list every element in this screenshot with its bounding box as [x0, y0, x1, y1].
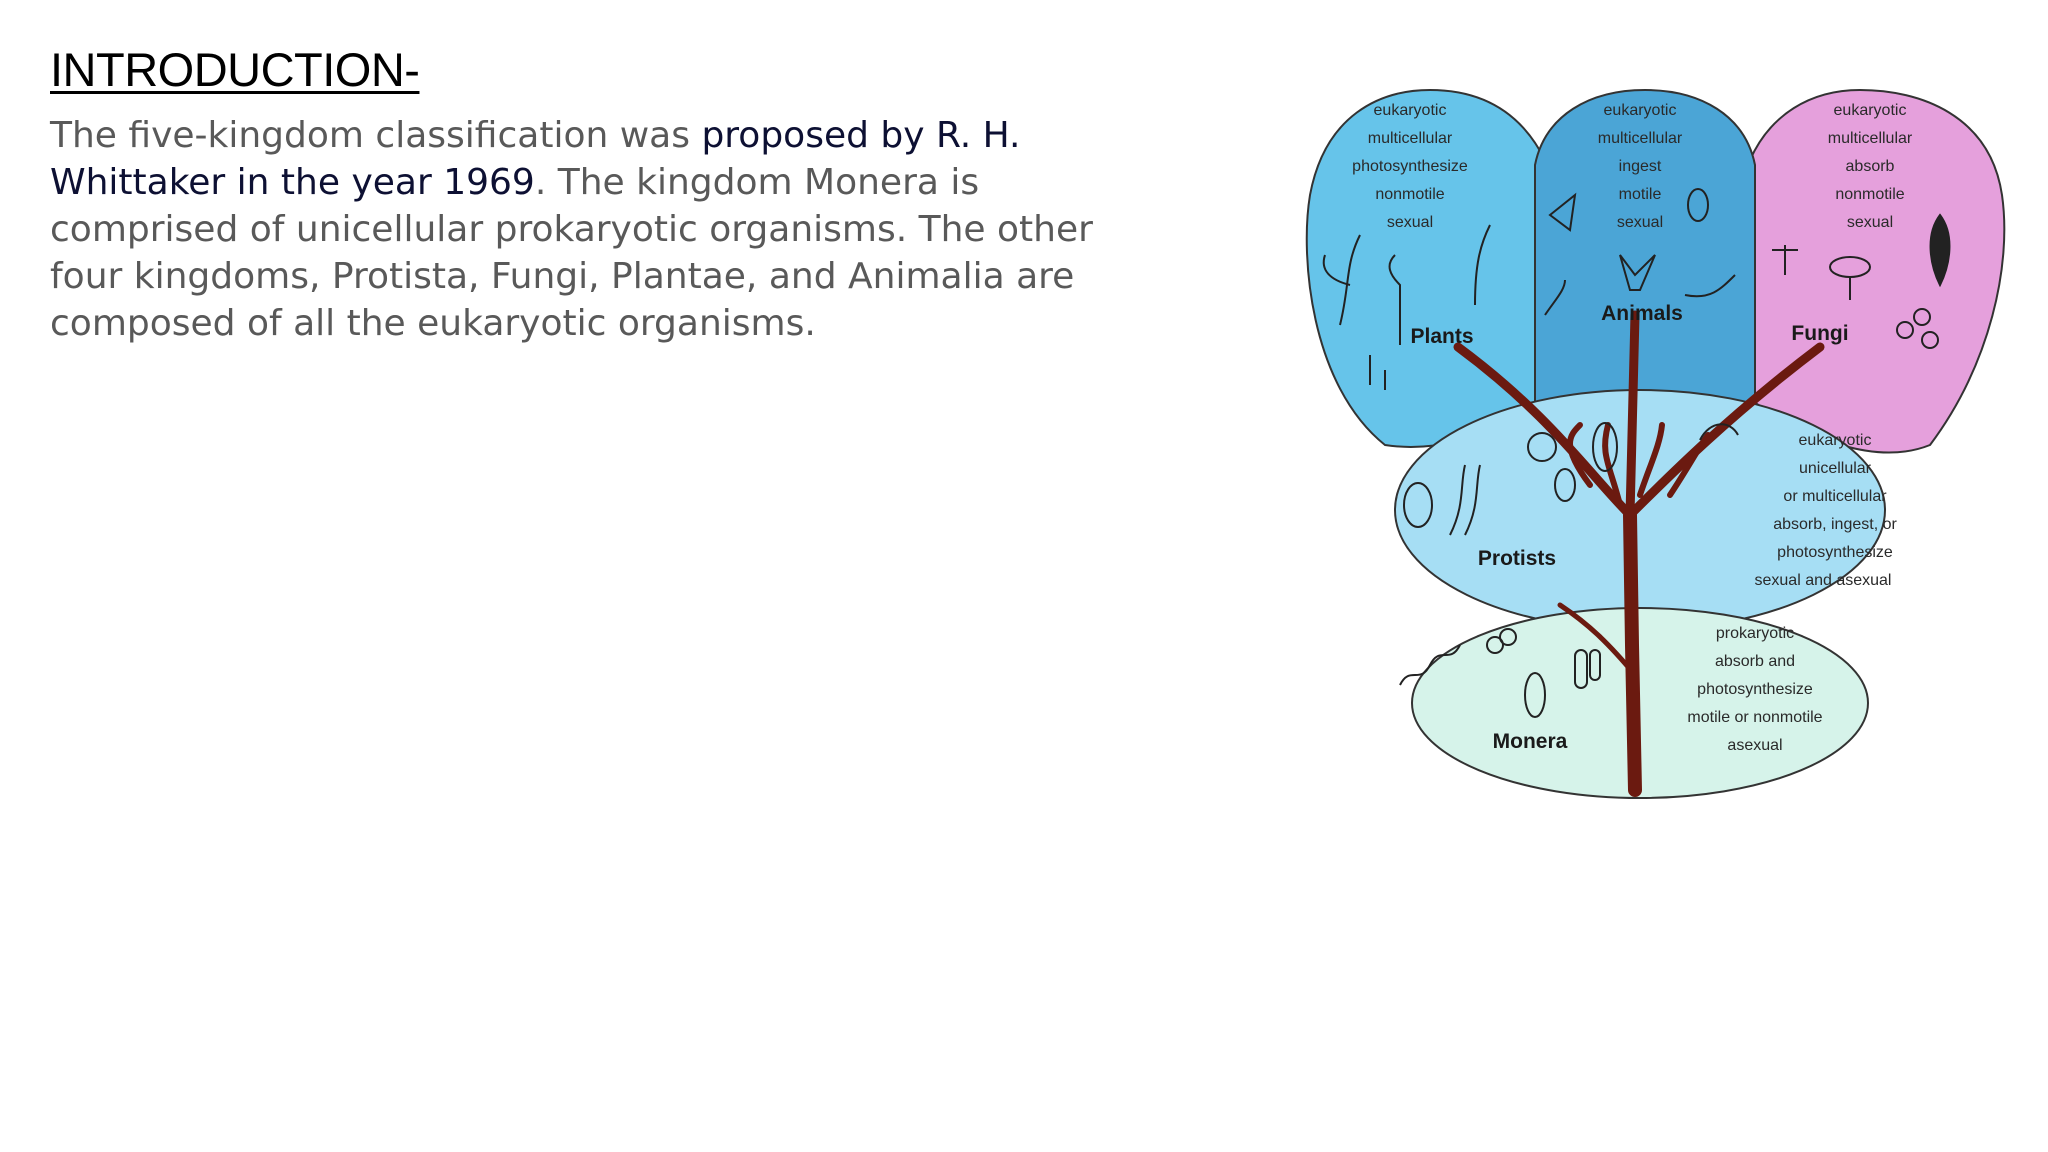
fungi-trait-5: sexual: [1847, 214, 1893, 231]
monera-traits: prokaryotic absorb and photosynthesize m…: [1687, 625, 1822, 754]
plants-trait-5: sexual: [1387, 214, 1433, 231]
animals-traits: eukaryotic multicellular ingest motile s…: [1598, 102, 1683, 231]
plants-traits: eukaryotic multicellular photosynthesize…: [1352, 102, 1468, 231]
plant-drawings: [1322, 224, 1491, 390]
monera-trait-4: motile or nonmotile: [1687, 709, 1822, 726]
animals-trait-5: sexual: [1617, 214, 1663, 231]
tree-trunk: [1453, 310, 1825, 797]
intro-paragraph: The five-kingdom classification was prop…: [50, 112, 1170, 347]
monera-trait-2: absorb and: [1715, 653, 1795, 670]
plants-trait-2: multicellular: [1368, 130, 1453, 147]
plants-trait-3: photosynthesize: [1352, 158, 1468, 175]
monera-trait-1: prokaryotic: [1716, 625, 1794, 642]
fungi-trait-2: multicellular: [1828, 130, 1913, 147]
monera-trait-3: photosynthesize: [1697, 681, 1813, 698]
animals-trait-4: motile: [1619, 186, 1662, 203]
five-kingdom-svg: eukaryotic multicellular photosynthesize…: [1305, 88, 2006, 799]
protists-traits: eukaryotic unicellular or multicellular …: [1755, 432, 1898, 589]
fungi-trait-1: eukaryotic: [1834, 102, 1907, 119]
protist-drawings: [1403, 422, 1739, 536]
protists-trait-2: unicellular: [1799, 460, 1872, 477]
five-kingdom-diagram: eukaryotic multicellular photosynthesize…: [1290, 85, 2010, 805]
paragraph-text-1: The five-kingdom classification was: [50, 115, 702, 156]
monera-drawings: [1399, 628, 1601, 718]
protists-label: Protists: [1478, 547, 1556, 570]
animal-drawings: [1544, 188, 1736, 316]
monera-label: Monera: [1493, 730, 1568, 753]
protists-trait-1: eukaryotic: [1799, 432, 1872, 449]
monera-trait-5: asexual: [1727, 737, 1782, 754]
fungi-trait-4: nonmotile: [1835, 186, 1904, 203]
animals-trait-2: multicellular: [1598, 130, 1683, 147]
plants-trait-1: eukaryotic: [1374, 102, 1447, 119]
protists-trait-5: photosynthesize: [1777, 544, 1893, 561]
protists-trait-6: sexual and asexual: [1755, 572, 1892, 589]
animals-trait-3: ingest: [1619, 158, 1662, 175]
protists-trait-3: or multicellular: [1783, 488, 1887, 505]
animals-trait-1: eukaryotic: [1604, 102, 1677, 119]
fungi-drawings: [1772, 213, 1951, 349]
fungi-trait-3: absorb: [1846, 158, 1895, 175]
paragraph-highlight: proposed by R. H. Whittaker in the year …: [50, 115, 1021, 203]
protists-trait-4: absorb, ingest, or: [1773, 516, 1897, 533]
plants-label: Plants: [1410, 325, 1473, 348]
plants-trait-4: nonmotile: [1375, 186, 1444, 203]
fungi-traits: eukaryotic multicellular absorb nonmotil…: [1828, 102, 1913, 231]
slide-title: INTRODUCTION-: [50, 43, 420, 96]
fungi-label: Fungi: [1791, 322, 1848, 345]
paragraph-text-2: . The kingdom Monera is comprised of uni…: [50, 162, 1093, 344]
animals-label: Animals: [1601, 302, 1683, 325]
